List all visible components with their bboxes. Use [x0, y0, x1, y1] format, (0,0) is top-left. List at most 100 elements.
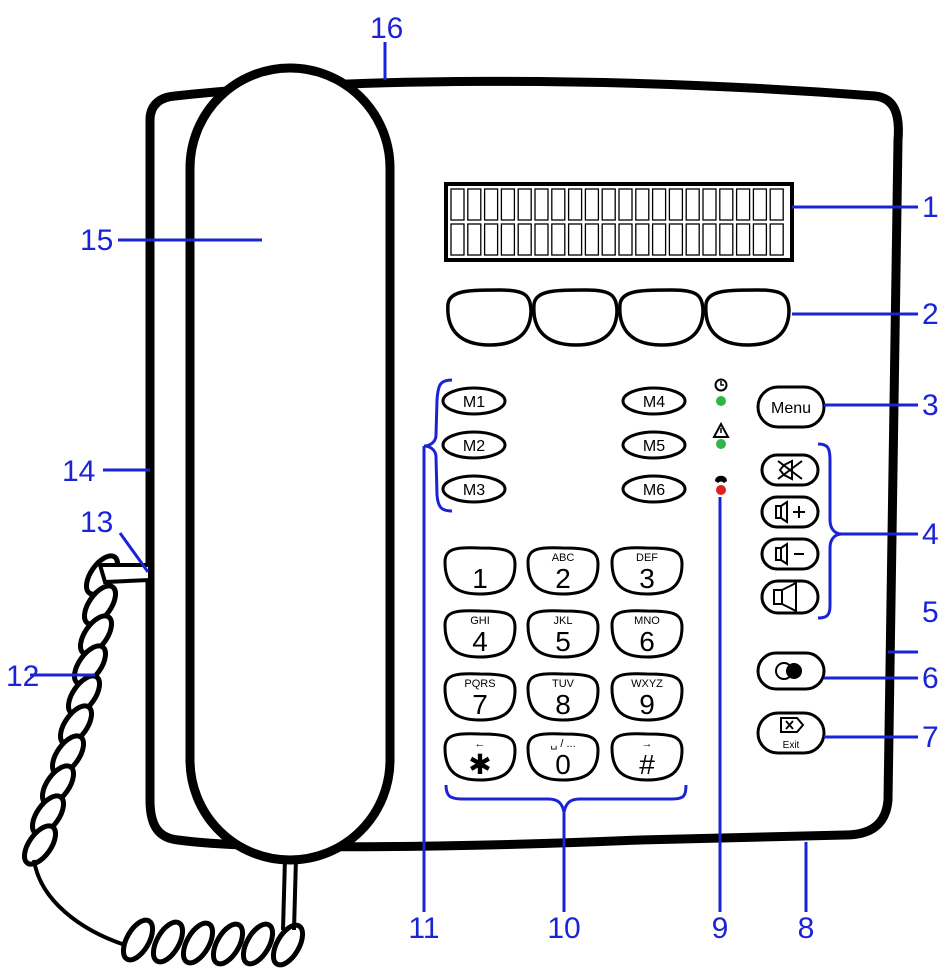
mute-button[interactable]	[760, 453, 820, 487]
callout-8: 8	[798, 912, 815, 945]
callout-7: 7	[922, 721, 939, 754]
callout-13: 13	[80, 506, 113, 539]
loudspeaker-icon	[773, 581, 797, 613]
lcd-cell	[551, 223, 566, 256]
memory-key-m1[interactable]: M1	[441, 386, 507, 416]
conference-button[interactable]	[756, 651, 826, 691]
handset-cord	[21, 553, 306, 968]
memory-key-m4[interactable]: M4	[621, 386, 687, 416]
dial-key-digit: 3	[639, 563, 655, 594]
lcd-cell	[635, 223, 650, 256]
softkey-1[interactable]	[446, 288, 533, 347]
dial-key-letters: MNO	[634, 615, 660, 627]
dial-key-letters: →	[642, 738, 653, 750]
lcd-cell	[752, 188, 768, 221]
memory-key-m1-label: M1	[463, 394, 485, 411]
memory-key-m6[interactable]: M6	[621, 474, 687, 504]
dial-key-letters: DEF	[636, 552, 658, 564]
handset	[185, 63, 395, 865]
lcd-cell	[635, 188, 650, 221]
dial-key-11[interactable]: ␣ / ...0	[526, 732, 600, 782]
lcd-cell	[719, 223, 734, 256]
lcd-cell	[651, 188, 667, 221]
lcd-cell	[517, 223, 532, 256]
lcd-cell	[483, 223, 499, 256]
callout-16: 16	[370, 12, 403, 45]
warning-led-indicator	[712, 421, 730, 449]
dial-key-letters: ←	[475, 738, 486, 750]
exit-button[interactable]: Exit	[756, 711, 826, 755]
callout-5: 5	[922, 596, 939, 629]
callout-leaders	[30, 42, 918, 912]
dial-key-1[interactable]: 1	[443, 546, 517, 596]
softkeys	[446, 288, 791, 347]
dial-key-12[interactable]: →#	[610, 732, 684, 782]
lcd-cell	[483, 188, 499, 221]
callout-11: 11	[408, 912, 439, 945]
warning-icon	[712, 421, 730, 438]
callout-15: 15	[80, 224, 113, 257]
callout-2: 2	[922, 298, 939, 331]
memory-key-m3-label: M3	[463, 482, 485, 499]
volume-up-button[interactable]	[760, 495, 820, 529]
dial-key-10[interactable]: ←✱	[443, 732, 517, 782]
lcd-cell	[567, 188, 583, 221]
lcd-cell	[551, 188, 566, 221]
lcd-cell	[651, 223, 667, 256]
volume-down-icon	[775, 542, 804, 566]
menu-button[interactable]: Menu	[756, 385, 826, 429]
callout-4: 4	[922, 518, 939, 551]
callout-14: 14	[62, 455, 95, 488]
callout-6: 6	[922, 662, 939, 695]
exit-icon	[780, 717, 805, 733]
volume-down-button[interactable]	[760, 537, 820, 571]
dial-key-digit: 1	[472, 563, 488, 594]
memory-key-m4-label: M4	[643, 394, 665, 411]
lcd-cell	[601, 188, 616, 221]
dial-key-digit: 2	[555, 563, 571, 594]
softkey-4[interactable]	[704, 288, 791, 347]
volume-up-icon	[775, 500, 805, 524]
callout-labels: 1 2 3 4 5 6 7 8 9 10 11 12 13 14 15 16	[6, 12, 939, 945]
memory-key-m6-label: M6	[643, 482, 665, 499]
warning-led	[716, 439, 726, 449]
callout-12: 12	[6, 660, 39, 693]
menu-button-label: Menu	[771, 400, 811, 417]
mute-icon	[777, 459, 803, 481]
callout-1: 1	[922, 191, 939, 224]
softkey-2[interactable]	[532, 288, 619, 347]
lcd-cell	[567, 223, 583, 256]
lcd-cell	[769, 223, 784, 256]
memory-key-m5[interactable]: M5	[621, 430, 687, 460]
dial-key-digit: 9	[639, 689, 655, 720]
dial-key-digit: 0	[555, 749, 571, 780]
exit-button-label: Exit	[783, 740, 800, 751]
dial-key-letters: GHI	[470, 615, 490, 627]
lcd-cell	[668, 188, 684, 221]
lcd-cell	[769, 188, 784, 221]
lcd-cell	[534, 223, 549, 256]
lcd-cell	[534, 188, 549, 221]
softkey-3[interactable]	[618, 288, 705, 347]
handset-cord-stem	[281, 857, 298, 931]
dial-key-letters: JKL	[554, 615, 573, 627]
lcd-cell	[685, 188, 700, 221]
lcd-cell	[668, 223, 684, 256]
loudspeaker-button[interactable]	[760, 579, 820, 615]
lcd-cell	[500, 223, 516, 256]
lcd-cell	[735, 188, 751, 221]
memory-key-m2-label: M2	[463, 438, 485, 455]
memory-key-m2[interactable]: M2	[441, 430, 507, 460]
memory-key-m3[interactable]: M3	[441, 474, 507, 504]
cord-loop	[32, 859, 126, 947]
callout-9: 9	[712, 912, 729, 945]
